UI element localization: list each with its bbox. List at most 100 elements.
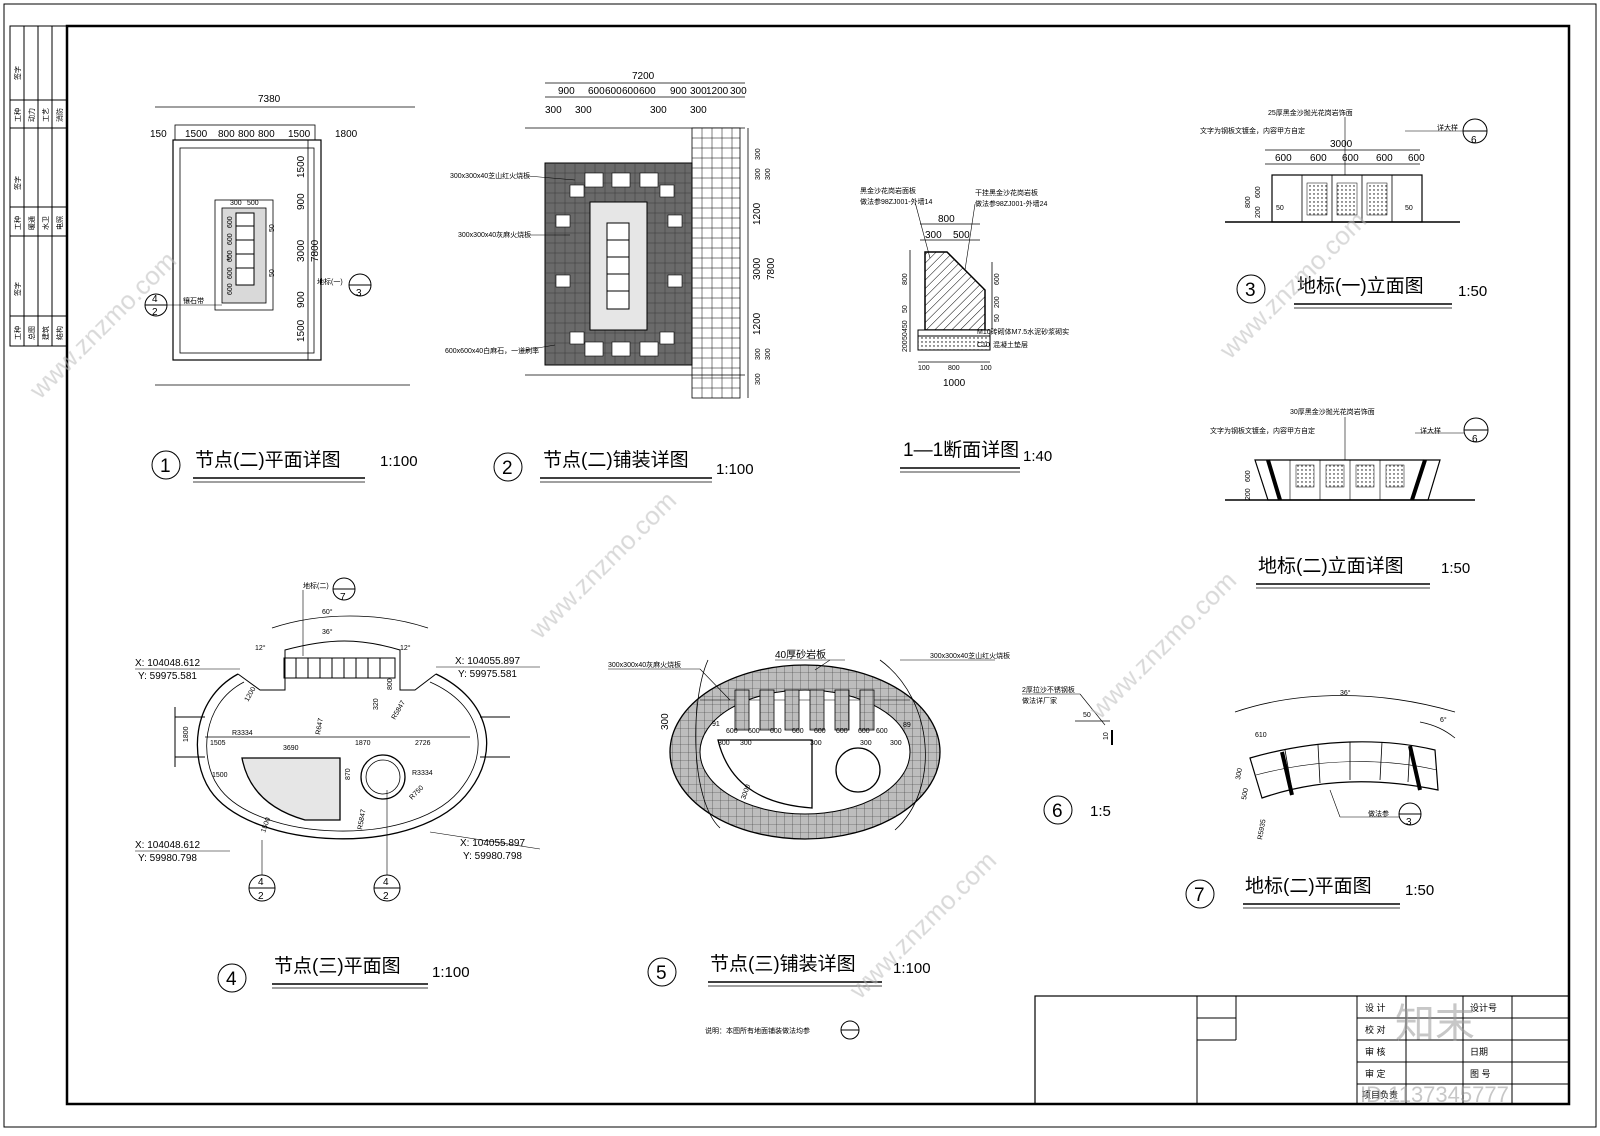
drawing-title: 节点(三)平面图 bbox=[274, 955, 401, 977]
dim-text: 1200 bbox=[244, 686, 258, 703]
dim-text: 3690 bbox=[283, 745, 299, 752]
dim-text: 50 bbox=[1405, 205, 1413, 212]
dim-text: 900 bbox=[296, 193, 307, 210]
dim-text: 600 bbox=[605, 86, 622, 97]
dim-text: R647 bbox=[315, 718, 325, 736]
dim-text: 50 bbox=[902, 332, 909, 340]
watermark-site: www.znzmo.com bbox=[22, 245, 182, 405]
dim-text: 6° bbox=[1440, 716, 1447, 724]
dim-text: 300 bbox=[810, 740, 822, 747]
strip-label: 工艺 bbox=[42, 108, 50, 122]
dim-text: 300 bbox=[545, 105, 562, 116]
dim-text: 7200 bbox=[632, 71, 655, 82]
section-note: C10 bbox=[977, 342, 990, 349]
dim-text: 300 bbox=[755, 148, 762, 160]
drawing-scale: 1:50 bbox=[1405, 882, 1434, 899]
strip-label: 工种 bbox=[13, 326, 22, 340]
elev-note: 文字为钢板文镀金，内容甲方自定 bbox=[1200, 126, 1305, 135]
dim-text: 300 bbox=[690, 86, 707, 97]
dim-text: R5847 bbox=[357, 809, 367, 831]
dim-text: 36° bbox=[1340, 689, 1351, 697]
dim-text: 600 bbox=[227, 233, 234, 245]
drawing-4-plan: X: 104048.612 Y: 59975.581 X: 104055.897… bbox=[135, 577, 541, 993]
strip-label: 暖通 bbox=[27, 216, 36, 230]
dim-text: 500 bbox=[247, 200, 259, 207]
note-text: 说明：本图所有地面铺装做法均参 bbox=[705, 1026, 810, 1035]
coord-x: X: 104055.897 bbox=[455, 656, 520, 667]
dim-text: 320 bbox=[373, 698, 380, 710]
drawing-scale: 1:40 bbox=[1023, 448, 1052, 465]
dim-text: 1500 bbox=[296, 155, 307, 178]
dim-text: 300 bbox=[690, 105, 707, 116]
dim-text: 600 bbox=[748, 728, 760, 735]
drawing-landmark-2-elevation: 30厚黑金沙抛光花岗岩饰面 文字为钢板文镀金，内容甲方自定 600 200 6 … bbox=[1210, 407, 1489, 589]
tb-label: 设 计 bbox=[1365, 1002, 1386, 1013]
dim-text: 600 bbox=[836, 728, 848, 735]
dim-text: 200 bbox=[1255, 206, 1262, 218]
dim-text: 600 bbox=[726, 728, 738, 735]
dim-text: 1500 bbox=[296, 319, 307, 342]
dim-text: 300 bbox=[740, 740, 752, 747]
callout-top: 4 bbox=[258, 877, 264, 888]
paving-right-grid bbox=[691, 127, 741, 399]
dim-text: 600 bbox=[227, 283, 234, 295]
dim-text: 1500 bbox=[288, 129, 311, 140]
landmark-2-plan-body bbox=[1249, 741, 1439, 799]
dim-text: 300 bbox=[718, 740, 730, 747]
dim-text: 500 bbox=[953, 230, 970, 241]
drawing-6-detail: 2厚拉沙不锈钢板 做法详厂家 50 10 6 1:5 bbox=[1022, 685, 1113, 825]
dim-text: 900 bbox=[558, 86, 575, 97]
dim-text: 1000 bbox=[943, 378, 966, 389]
callout-note: 详大样 bbox=[1437, 123, 1458, 132]
dim-text: 300 bbox=[755, 348, 762, 360]
watermark-site: www.znzmo.com bbox=[842, 845, 1002, 1005]
paving-note: 40厚砂岩板 bbox=[775, 648, 826, 661]
watermark-id: ID:1137345777 bbox=[1360, 1082, 1509, 1107]
paving-light-tiles bbox=[555, 172, 683, 357]
drawing-scale: 1:100 bbox=[893, 960, 931, 977]
paving-sector bbox=[717, 739, 813, 809]
tb-label: 项目负责 bbox=[1362, 1089, 1398, 1100]
drawing-6-title: 6 1:5 bbox=[1043, 795, 1111, 825]
dim-text: 1 bbox=[226, 255, 230, 262]
dim-text: 2726 bbox=[415, 740, 431, 747]
strip-label: 结构 bbox=[55, 326, 64, 340]
dim-text: 300 bbox=[755, 168, 762, 180]
detail-callout-right: 3 地标(一) bbox=[317, 273, 372, 299]
side-strip: 签字 工种 动力 工艺 消防 签字 工种 暖通 水卫 电照 签字 工种 总图 建… bbox=[9, 25, 68, 347]
dim-text: 800 bbox=[938, 214, 955, 225]
drawing-title: 节点(三)铺装详图 bbox=[710, 953, 856, 975]
callout-top: 4 bbox=[383, 877, 389, 888]
drawing-7-title: 7 地标(二)平面图 1:50 bbox=[1185, 875, 1434, 909]
paving-note: 600x600x40白麻石，一道刷率 bbox=[445, 346, 539, 355]
title-number: 3 bbox=[1245, 280, 1256, 301]
paving-note: 300x300x40灰麻火烧板 bbox=[608, 660, 681, 669]
drawing-scale: 1:100 bbox=[432, 964, 470, 981]
dim-text: 36° bbox=[322, 628, 333, 636]
strip-label: 电照 bbox=[55, 216, 64, 230]
strip-label: 动力 bbox=[27, 108, 36, 122]
dim-text: R5847 bbox=[391, 700, 407, 721]
drawing-title: 1—1断面详图 bbox=[903, 439, 1019, 461]
dim-text: 500 bbox=[1241, 788, 1250, 801]
drawing-scale: 1:50 bbox=[1458, 283, 1487, 300]
dim-text: 300 bbox=[765, 348, 772, 360]
dim-text: 600 bbox=[1255, 186, 1262, 198]
landmark-2-callout: 7 地标(二) bbox=[302, 577, 356, 656]
callout-bottom: 3 bbox=[356, 288, 362, 299]
drawing-title: 节点(二)铺装详图 bbox=[543, 449, 689, 471]
dim-text: 450 bbox=[902, 320, 909, 332]
dim-text: 600 bbox=[792, 728, 804, 735]
drawing-scale: 1:100 bbox=[380, 453, 418, 470]
strip-label: 建筑 bbox=[41, 326, 50, 340]
plaza-outline bbox=[196, 673, 488, 840]
dim-text: 600 bbox=[1275, 153, 1292, 164]
dim-text: 600 bbox=[1310, 153, 1327, 164]
callout-bottom: 6 bbox=[1471, 135, 1477, 146]
dim-text: 800 bbox=[238, 129, 255, 140]
callout-bottom: 7 bbox=[340, 592, 346, 603]
dim-text: 600 bbox=[639, 86, 656, 97]
callout-bottom: 2 bbox=[383, 891, 389, 902]
paving-note: 300x300x40芝山红火烧板 bbox=[450, 171, 530, 180]
